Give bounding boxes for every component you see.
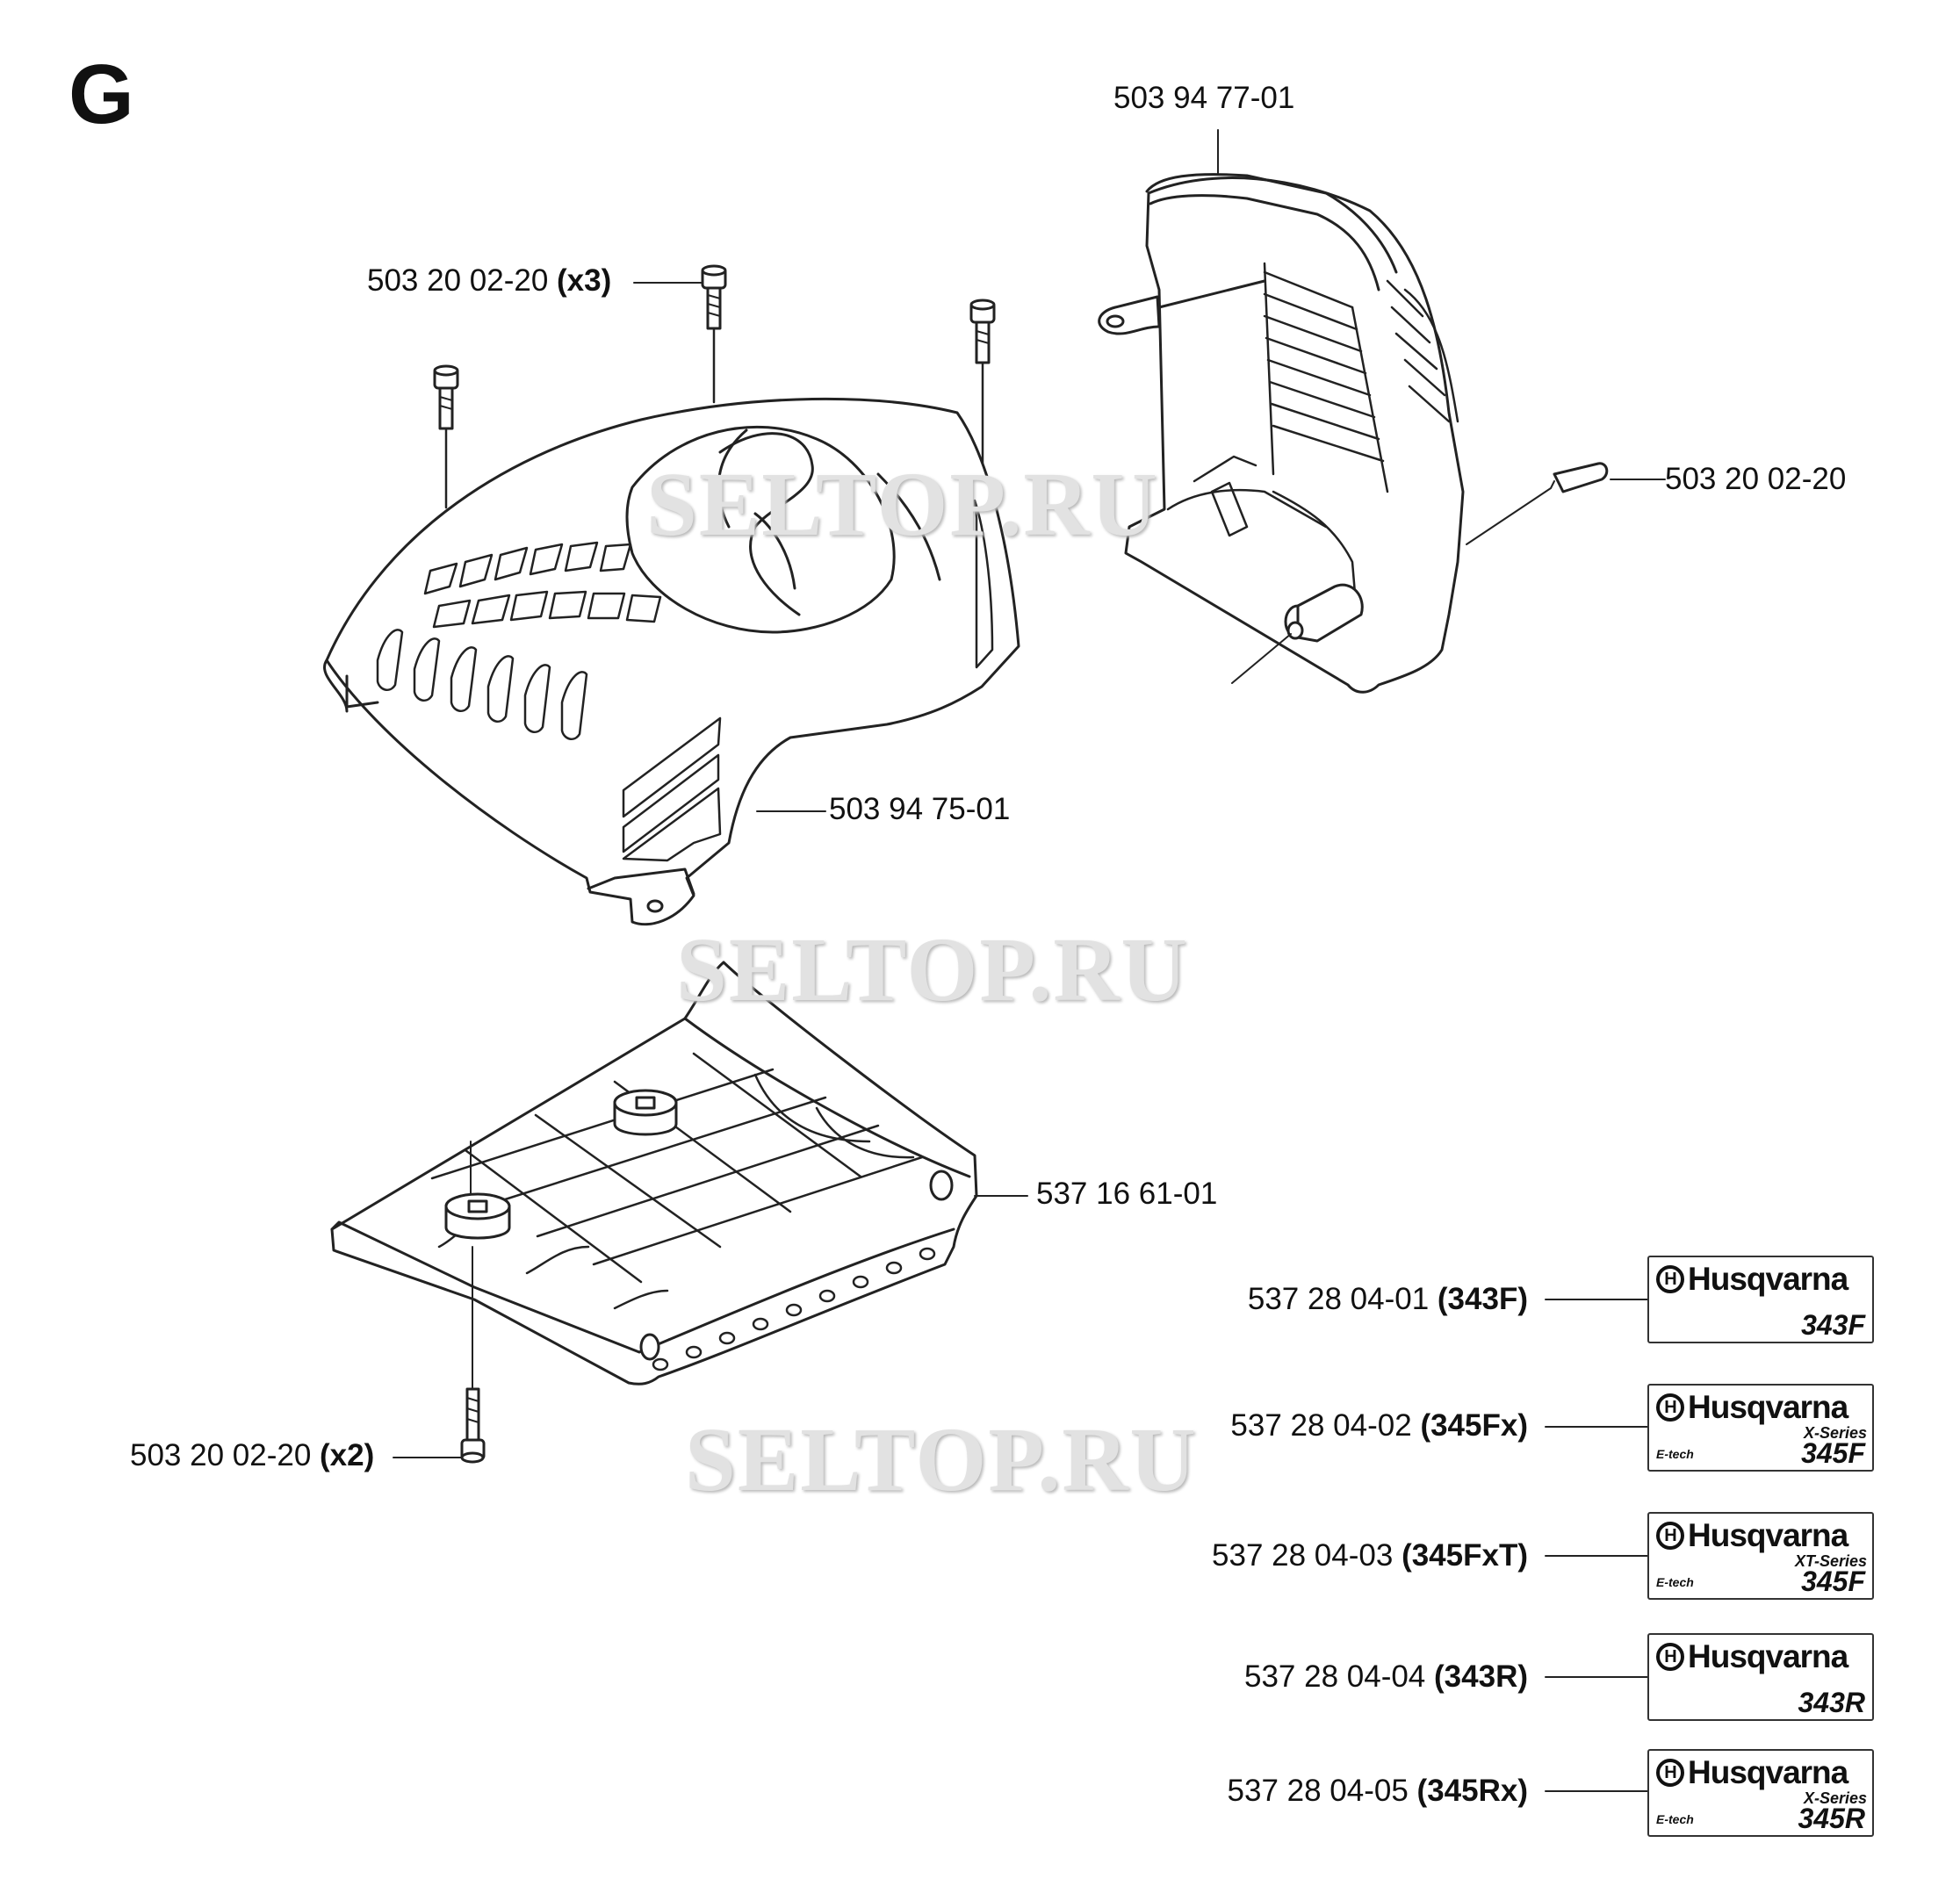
husqvarna-logo-icon: H bbox=[1656, 1759, 1684, 1787]
screw-top-qty: (x3) bbox=[557, 263, 612, 298]
decal-etech: E-tech bbox=[1656, 1575, 1694, 1589]
decal-model-code: (343F) bbox=[1437, 1282, 1528, 1316]
decal-number: 537 28 04-02 bbox=[1230, 1408, 1412, 1443]
watermark-1: SELTOP.RU bbox=[646, 454, 1159, 555]
decal-model-code: (345FxT) bbox=[1402, 1538, 1528, 1573]
decal-number: 537 28 04-03 bbox=[1212, 1538, 1394, 1573]
husqvarna-logo-icon: H bbox=[1656, 1522, 1684, 1550]
decal-model: 345F bbox=[1801, 1437, 1865, 1469]
screw-top-left bbox=[433, 364, 459, 509]
husqvarna-logo-icon: H bbox=[1656, 1265, 1684, 1293]
husqvarna-logo-icon: H bbox=[1656, 1393, 1684, 1422]
watermark-2: SELTOP.RU bbox=[676, 919, 1189, 1020]
decal-model-code: (345Rx) bbox=[1416, 1774, 1528, 1808]
label-cylinder-cover: 503 94 75-01 bbox=[829, 792, 1011, 826]
label-screw-right: 503 20 02-20 bbox=[1665, 462, 1847, 496]
decal-label-3: 537 28 04-03 (345FxT) bbox=[1212, 1538, 1528, 1573]
screw-bottom bbox=[393, 1387, 486, 1464]
decal-label-2: 537 28 04-02 (345Fx) bbox=[1230, 1408, 1528, 1443]
decal-model: 345F bbox=[1801, 1566, 1865, 1597]
decal-model: 343R bbox=[1798, 1687, 1866, 1718]
watermark-3: SELTOP.RU bbox=[685, 1409, 1198, 1510]
decal-number: 537 28 04-05 bbox=[1227, 1774, 1409, 1808]
decal-etech: E-tech bbox=[1656, 1447, 1694, 1461]
decal-number: 537 28 04-01 bbox=[1247, 1282, 1430, 1316]
screw-bottom-number: 503 20 02-20 bbox=[130, 1438, 312, 1472]
decal-etech: E-tech bbox=[1656, 1812, 1694, 1826]
label-screw-bottom: 503 20 02-20 (x2) bbox=[130, 1438, 374, 1473]
decal-label-5: 537 28 04-05 (345Rx) bbox=[1228, 1774, 1528, 1809]
decal-series: X-Series bbox=[1803, 1789, 1867, 1807]
section-label: G bbox=[68, 47, 134, 141]
screw-top-center bbox=[701, 264, 727, 404]
decal-label-1: 537 28 04-01 (343F) bbox=[1248, 1282, 1528, 1317]
label-cover-bracket: 503 94 77-01 bbox=[1113, 81, 1295, 115]
decal-series: XT-Series bbox=[1794, 1552, 1867, 1570]
cylinder-cover bbox=[323, 397, 1020, 926]
label-bottom-plate: 537 16 61-01 bbox=[1036, 1177, 1218, 1211]
decal-model-code: (345Fx) bbox=[1420, 1408, 1528, 1443]
husqvarna-logo-icon: H bbox=[1656, 1643, 1684, 1671]
screw-bottom-qty: (x2) bbox=[320, 1438, 375, 1472]
screw-top-number: 503 20 02-20 bbox=[367, 263, 549, 298]
decal-series: X-Series bbox=[1803, 1424, 1867, 1442]
decal-number: 537 28 04-04 bbox=[1243, 1659, 1426, 1694]
decal-label-4: 537 28 04-04 (343R) bbox=[1244, 1659, 1528, 1695]
decal-model-code: (343R) bbox=[1434, 1659, 1528, 1694]
decal-model: 343F bbox=[1801, 1309, 1865, 1341]
label-screw-top: 503 20 02-20 (x3) bbox=[367, 263, 611, 299]
decal-model: 345R bbox=[1798, 1803, 1866, 1834]
bottom-plate bbox=[330, 961, 1028, 1390]
decal-leaders bbox=[1545, 1299, 1648, 1792]
cover-bracket bbox=[1098, 129, 1666, 694]
